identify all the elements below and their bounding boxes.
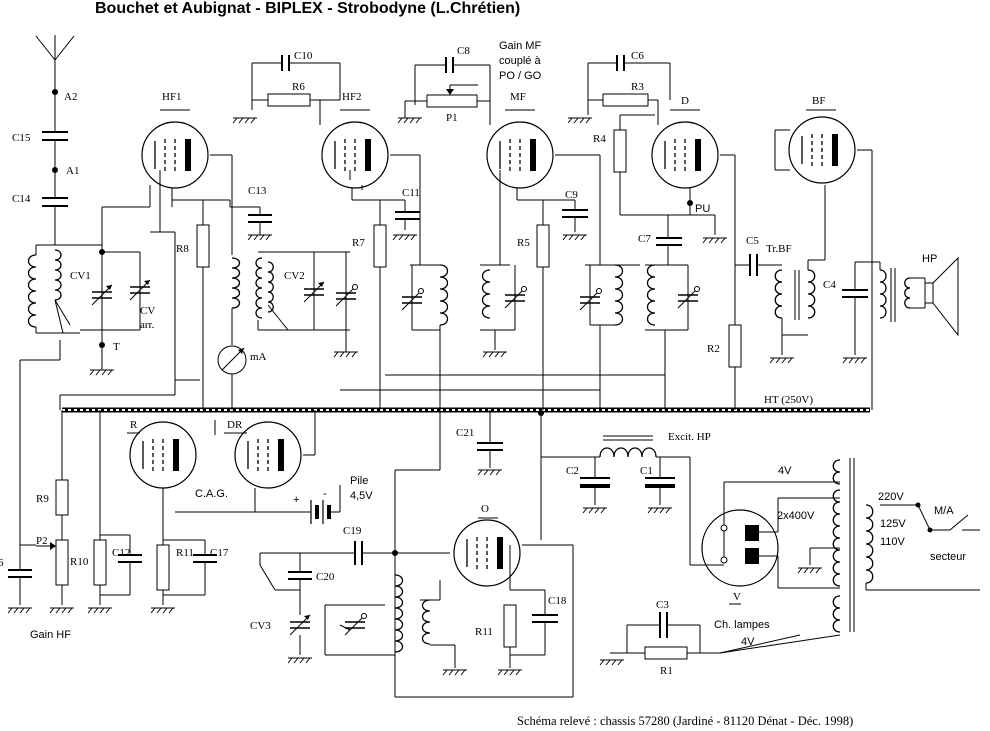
c13-label: C13: [248, 185, 267, 197]
bf-tube-icon: [788, 116, 856, 184]
r11a-label: R11: [176, 547, 194, 559]
v2x400-label: 2x400V: [777, 510, 815, 522]
gain-mf-note-3: PO / GO: [499, 70, 542, 82]
cv3-label: CV3: [250, 620, 271, 632]
ma-label: mA: [250, 351, 267, 363]
tr-bf-label: Tr.BF: [766, 243, 792, 255]
cv2-label: CV2: [284, 270, 305, 282]
schematic-footer: Schéma relevé : chassis 57280 (Jardiné -…: [517, 714, 854, 728]
hp-label: HP: [922, 253, 937, 265]
c4-label: C4: [823, 279, 836, 291]
c15-label: C15: [12, 132, 31, 144]
m-a-switch-label: M/A: [934, 505, 954, 517]
c17-label: C17: [210, 547, 229, 559]
pile-note-2: 4,5V: [350, 490, 373, 502]
schematic-title: Bouchet et Aubignat - BIPLEX - Strobodyn…: [95, 0, 521, 17]
r10-label: R10: [70, 556, 89, 568]
r9-label: R9: [36, 493, 49, 505]
c8-label: C8: [457, 45, 470, 57]
dr-label: DR: [227, 419, 243, 431]
v220-label: 220V: [878, 491, 904, 503]
v125-label: 125V: [880, 518, 906, 530]
d-label: D: [681, 95, 689, 107]
mf-tube-icon: [486, 121, 554, 189]
c21-label: C21: [456, 427, 474, 439]
c11-label: C11: [402, 187, 420, 199]
hf2-label: HF2: [342, 91, 362, 103]
o-label: O: [481, 503, 489, 515]
r-label: R: [130, 419, 138, 431]
hf1-label: HF1: [162, 91, 182, 103]
d-tube-icon: [651, 121, 719, 189]
a2-label: A2: [64, 91, 77, 103]
cag-note: C.A.G.: [195, 488, 228, 500]
antenna-coil: [27, 254, 37, 328]
r7-label: R7: [352, 237, 365, 249]
v110-label: 110V: [880, 536, 906, 548]
c6-label: C6: [631, 50, 644, 62]
c18-label: C18: [548, 595, 567, 607]
mf-label: MF: [510, 91, 526, 103]
cv-arr-label-2: arr.: [140, 319, 155, 331]
excit-hp-label: Excit. HP: [668, 431, 711, 443]
battery-icon: [310, 500, 331, 524]
c20-label: C20: [316, 571, 335, 583]
gain-mf-note-1: Gain MF: [499, 40, 541, 52]
v4-top-label: 4V: [778, 465, 792, 477]
r6-label: R6: [292, 81, 305, 93]
hf2-tube-icon: [321, 121, 389, 189]
c3-label: C3: [656, 599, 669, 611]
minus-sign: -: [323, 488, 327, 500]
ch-lampes-label: Ch. lampes: [714, 619, 770, 631]
a1-label: A1: [66, 165, 79, 177]
pile-note-1: Pile: [350, 475, 368, 487]
plus-sign: +: [293, 494, 299, 506]
c7-label: C7: [638, 233, 651, 245]
cv1-label: CV1: [70, 270, 91, 282]
r4-label: R4: [593, 133, 606, 145]
pu-label: PU: [695, 203, 710, 215]
gain-mf-note-2: couplé à: [499, 55, 541, 67]
loudspeaker-icon: [924, 256, 959, 337]
c5-label: C5: [746, 235, 759, 247]
antenna-icon: [35, 35, 75, 95]
r11b-label: R11: [475, 626, 493, 638]
v4-bottom-label: 4V: [741, 636, 755, 648]
v-label: V: [733, 591, 741, 603]
c14-label: C14: [12, 193, 31, 205]
gain-hf-note: Gain HF: [30, 629, 71, 641]
c10-label: C10: [294, 50, 313, 62]
p2-label: P2: [36, 535, 48, 547]
excit-hp-coil: [599, 447, 657, 458]
p1-label: P1: [446, 112, 458, 124]
r5-label: R5: [517, 237, 530, 249]
secteur-label: secteur: [930, 551, 966, 563]
c2-label: C2: [566, 465, 579, 477]
t-label: T: [113, 341, 120, 353]
c12-label: C12: [112, 547, 130, 559]
c19-label: C19: [343, 525, 362, 537]
r2-label: R2: [707, 343, 720, 355]
r3-label: R3: [631, 81, 644, 93]
ht-label: HT (250V): [764, 394, 813, 406]
r8-label: R8: [176, 243, 189, 255]
c1-label: C1: [640, 465, 653, 477]
dr-tube-icon: [234, 421, 302, 489]
r-tube-icon: [129, 421, 197, 489]
v-rectifier-tube-icon: [701, 509, 779, 587]
cv-arr-label-1: CV: [140, 305, 155, 317]
c9-label: C9: [565, 189, 578, 201]
bf-label: BF: [812, 95, 825, 107]
hf1-tube-icon: [141, 121, 209, 189]
c16-label: 6: [0, 557, 4, 569]
r1-label: R1: [660, 665, 673, 677]
